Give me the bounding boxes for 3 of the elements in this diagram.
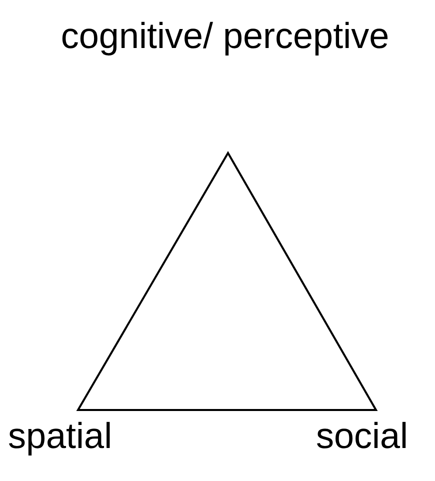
- vertex-label: social: [316, 414, 408, 458]
- vertex-label: spatial: [8, 414, 112, 458]
- vertex-label: cognitive/ perceptive: [60, 14, 390, 58]
